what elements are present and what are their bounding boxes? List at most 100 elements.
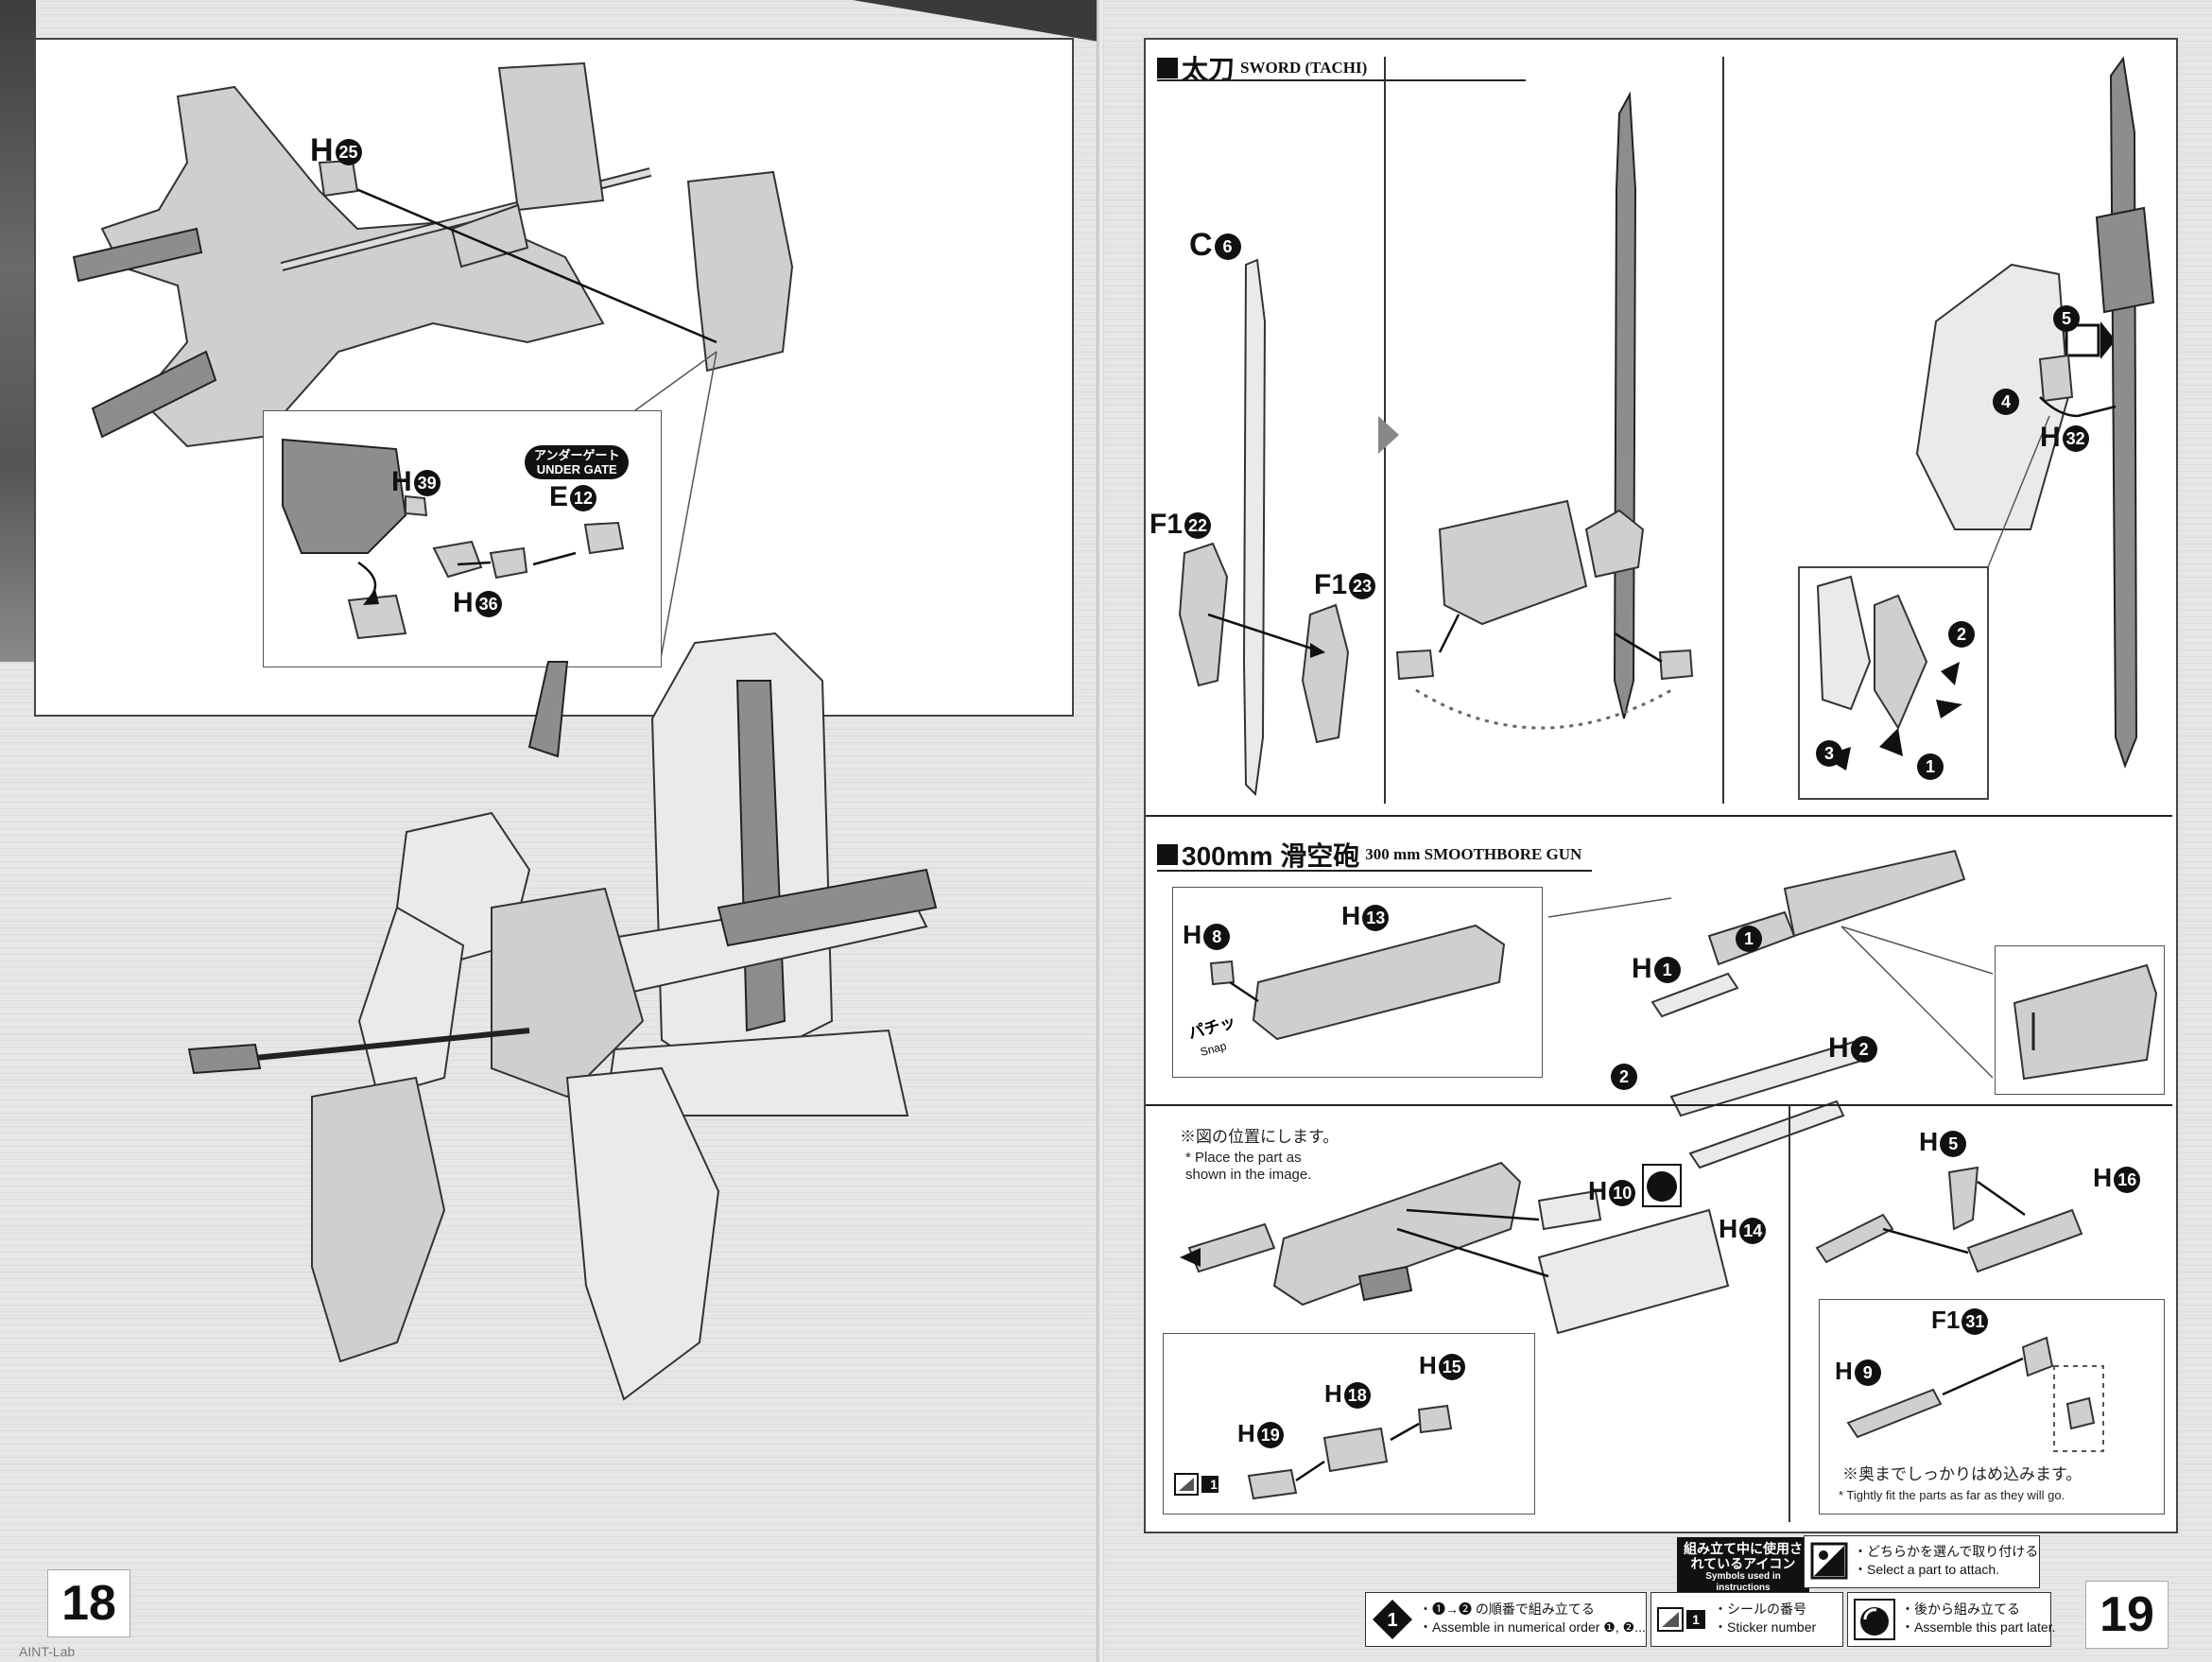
part-letter: E — [549, 481, 569, 512]
part-number: 8 — [1203, 923, 1231, 950]
part-letter: H — [1919, 1127, 1939, 1156]
part-letter: H — [1237, 1419, 1255, 1447]
page-number-right: 19 — [2085, 1581, 2169, 1649]
part-letter: H — [1719, 1214, 1738, 1243]
step-number: 2 — [1611, 1064, 1637, 1091]
part-number: 5 — [1940, 1130, 1967, 1157]
part-letter: H — [1341, 901, 1361, 930]
part-letter: H — [453, 587, 474, 618]
part-number: 25 — [335, 139, 362, 166]
sword-title-rule — [1157, 79, 1526, 81]
note-place-en: * Place the part as shown in the image. — [1185, 1150, 1312, 1183]
note-fit-en: * Tightly fit the parts as far as they w… — [1839, 1488, 2065, 1502]
legend-later-box: ・後から組み立てる ・Assemble this part later. — [1847, 1592, 2055, 1647]
part-letter: C — [1189, 227, 1213, 263]
step-marker-gun-2: 2 — [1609, 1057, 1637, 1094]
legend-select-box: ・どちらかを選んで取り付ける ・Select a part to attach. — [1804, 1535, 2040, 1588]
note-place-jp: ※図の位置にします。 — [1180, 1128, 1339, 1146]
page-number-left: 18 — [47, 1569, 130, 1637]
weapon-assembly-illustration — [72, 61, 794, 665]
gun-title-rule — [1157, 870, 1592, 872]
step-number: 4 — [1993, 389, 2019, 416]
assemble-later-icon — [1854, 1599, 1895, 1640]
part-number: 10 — [1609, 1179, 1636, 1206]
gun-detail-inset — [1995, 945, 2165, 1095]
gun-detail-illustration — [2013, 963, 2158, 1081]
step-marker-3: 3 — [1814, 734, 1842, 770]
part-number: 16 — [2114, 1166, 2141, 1193]
step-marker-1: 1 — [1915, 747, 1944, 784]
part-letter: H — [310, 132, 334, 168]
legend-order-jp: ・❶→❷ の順番で組み立てる — [1419, 1601, 1595, 1617]
part-number: 15 — [1438, 1354, 1465, 1381]
part-number: 2 — [1850, 1036, 1877, 1064]
select-part-icon — [1810, 1542, 1848, 1580]
fit-parts-illustration — [1846, 1336, 2104, 1452]
sticker-number: 1 — [1210, 1477, 1218, 1492]
part-letter: H — [1588, 1176, 1608, 1205]
under-gate-jp: アンダーゲート — [534, 448, 620, 462]
gun-barrel-illustration: パチッ Snap — [1186, 924, 1506, 1059]
order-icon-number: 1 — [1387, 1610, 1397, 1631]
completed-model-illustration — [187, 632, 938, 1401]
part-number: 32 — [2062, 425, 2089, 453]
note-fit-jp: ※奥までしっかりはめ込みます。 — [1842, 1465, 2082, 1483]
under-gate-en: UNDER GATE — [536, 462, 617, 476]
part-letter: F1 — [1149, 509, 1184, 540]
part-letter: H — [1324, 1379, 1342, 1408]
part-number: 1 — [1653, 957, 1681, 984]
part-letter: F1 — [1314, 569, 1348, 600]
step-number: 1 — [1736, 926, 1762, 953]
step-number: 3 — [1816, 740, 1842, 768]
numbered-step-icon: 1 — [1373, 1600, 1412, 1639]
part-number: 13 — [1362, 904, 1390, 931]
legend-header-jp: 組み立て中に使用されているアイコン — [1684, 1541, 1803, 1571]
part-letter: H — [1183, 920, 1202, 949]
part-number: 19 — [1256, 1422, 1284, 1449]
legend-header: 組み立て中に使用されているアイコン Symbols used in instru… — [1677, 1537, 1809, 1598]
step-marker-4: 4 — [1991, 382, 2019, 419]
background-photo-edge — [0, 0, 36, 662]
legend-later-en: ・Assemble this part later. — [1901, 1619, 2056, 1635]
step-number: 2 — [1948, 621, 1975, 649]
gun-divider-horizontal — [1146, 1104, 2172, 1106]
part-letter: H — [1632, 953, 1652, 984]
part-number: 12 — [570, 485, 597, 512]
part-number: 39 — [413, 470, 441, 497]
legend-later-jp: ・後から組み立てる — [1901, 1601, 2020, 1617]
step-marker-5: 5 — [2051, 299, 2080, 336]
sword-step-divider-2 — [1722, 57, 1724, 804]
corner-decoration — [853, 0, 1098, 42]
book-gutter — [1097, 0, 1106, 1662]
sticker-icon — [1657, 1607, 1705, 1632]
part-number: 6 — [1214, 234, 1241, 261]
section-square-icon — [1157, 58, 1178, 78]
part-number: 22 — [1184, 512, 1212, 540]
part-number: 9 — [1854, 1359, 1881, 1387]
part-letter: H — [2040, 422, 2061, 453]
gun-assembly-illustration — [1547, 849, 1994, 1169]
legend-sticker-en: ・Sticker number — [1714, 1619, 1817, 1635]
